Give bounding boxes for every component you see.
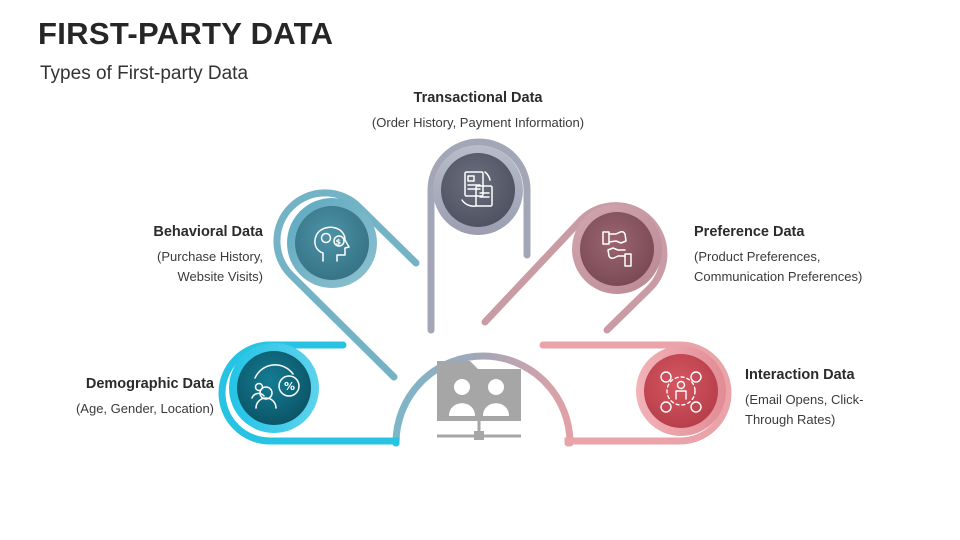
svg-text:$: $ [336,238,342,247]
heading-preference: Preference Data [694,224,805,240]
behavior-icon: $ [314,226,350,262]
page-title: FIRST-PARTY DATA [38,16,334,51]
label-demographic: Demographic Data (Age, Gender, Location) [76,374,214,419]
desc-interaction-line-1: (Email Opens, Click- [745,392,864,407]
center-arc [392,352,574,447]
connector-interaction [539,341,732,447]
desc-transactional-line-1: (Order History, Payment Information) [371,115,585,130]
connector-transactional [427,138,531,334]
connector-demographic [218,341,400,447]
heading-behavioral: Behavioral Data [153,224,263,240]
preference-icon [602,230,632,267]
transaction-icon [461,171,493,207]
demographic-icon: % [251,364,300,409]
desc-behavioral-line-1: (Purchase History, [157,249,263,264]
desc-interaction-line-2: Through Rates) [745,412,836,427]
node-demographic [229,343,319,433]
label-transactional: Transactional Data (Order History, Payme… [328,88,628,133]
folder-users-network-icon [437,361,521,440]
heading-demographic: Demographic Data [85,376,214,392]
connector-behavioral [273,189,420,381]
page-subtitle: Types of First-party Data [40,63,249,84]
heading-interaction: Interaction Data [745,367,855,383]
svg-text:%: % [284,380,295,393]
label-behavioral: Behavioral Data (Purchase History, Websi… [153,222,263,287]
node-transactional [433,145,523,235]
interaction-icon [660,371,702,413]
label-interaction: Interaction Data (Email Opens, Click- Th… [745,365,863,430]
desc-behavioral-line-2: Website Visits) [177,269,264,284]
label-preference: Preference Data (Product Preferences, Co… [694,222,862,287]
desc-preference-line-1: (Product Preferences, [694,249,821,264]
heading-transactional: Transactional Data [413,90,543,106]
node-behavioral [287,198,377,288]
desc-demographic-line-1: (Age, Gender, Location) [75,401,214,416]
desc-preference-line-2: Communication Preferences) [694,269,863,284]
